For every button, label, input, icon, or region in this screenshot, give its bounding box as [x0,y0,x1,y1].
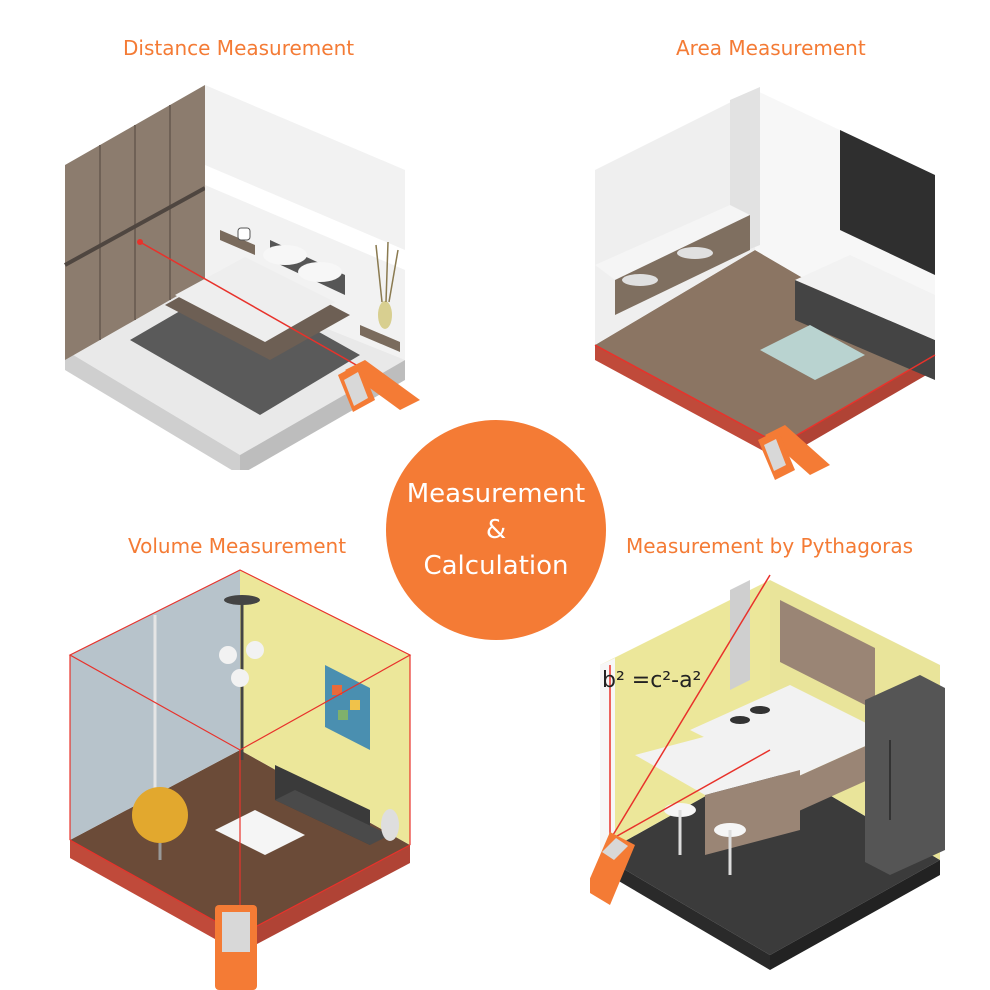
chandelier-icon [219,595,264,760]
center-title-circle: Measurement & Calculation [386,420,606,640]
stove-icon [730,706,770,724]
refrigerator-icon [865,675,945,875]
kitchen-scene [590,574,945,970]
bathroom-scene [594,87,936,480]
caption-volume-measurement: Volume Measurement [128,534,347,558]
laser-meter-icon [758,425,830,480]
caption-area-measurement: Area Measurement [676,36,866,60]
laser-meter-icon [338,360,420,412]
caption-pythagoras-measurement: Measurement by Pythagoras [626,534,914,558]
center-title-line-3: Calculation [423,551,569,581]
laser-meter-icon [215,905,257,990]
living-room-scene [68,569,412,990]
laser-meter-icon [590,832,635,905]
center-title-line-2: & [485,515,507,545]
pythagoras-formula: b² =c²-a² [602,668,702,693]
bedroom-scene [64,85,420,470]
center-title-line-1: Measurement [406,479,586,509]
caption-distance-measurement: Distance Measurement [123,36,355,60]
